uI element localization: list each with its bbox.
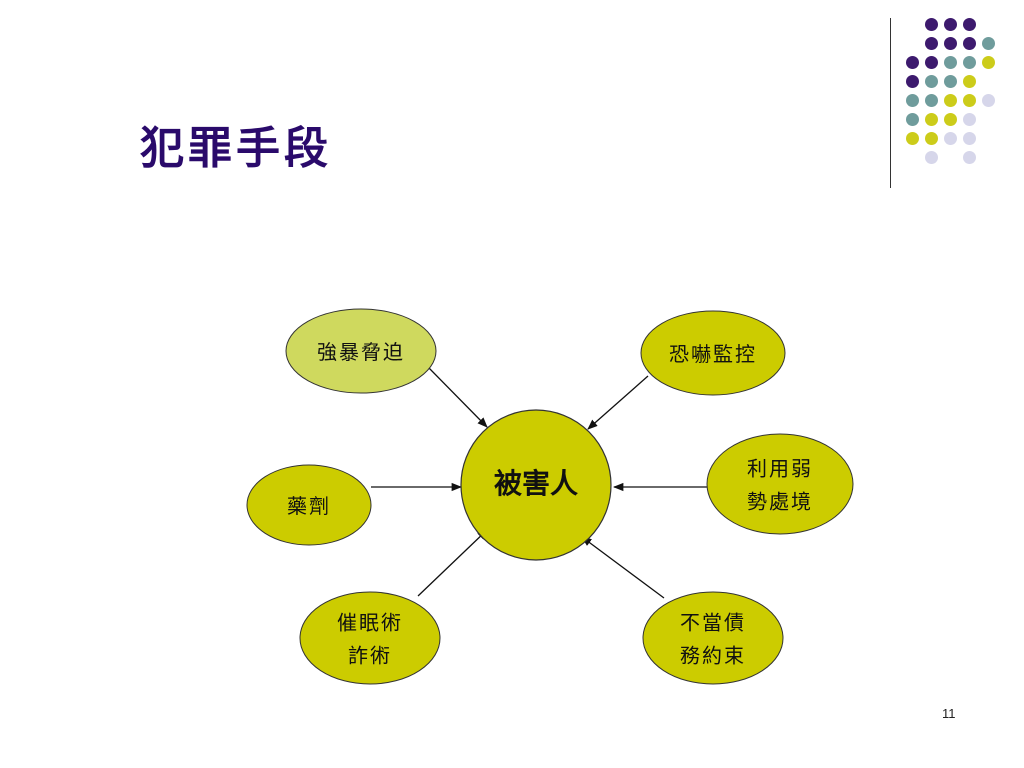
decorative-dot (963, 75, 976, 88)
decorative-dot (906, 132, 919, 145)
node-vulnerable-label: 勢處境 (747, 490, 813, 514)
decorative-dot (963, 151, 976, 164)
decorative-dot (925, 132, 938, 145)
arrow-threat-to-victim (587, 375, 649, 430)
node-victim-label: 被害人 (494, 467, 578, 500)
decorative-dot (925, 94, 938, 107)
decorative-dot (906, 56, 919, 69)
node-violence: 強暴脅迫 (285, 308, 437, 394)
node-debt-shape (642, 591, 784, 685)
node-violence-label: 強暴脅迫 (317, 340, 405, 364)
decorative-dot (982, 56, 995, 69)
decorative-dot (963, 94, 976, 107)
decorative-dot (982, 37, 995, 50)
node-debt-label: 務約束 (680, 644, 746, 668)
decorative-dot (944, 94, 957, 107)
node-victim: 被害人 (460, 409, 612, 561)
node-drugs-label: 藥劑 (287, 494, 331, 518)
node-hypnosis-label: 詐術 (348, 644, 392, 668)
decorative-dot (925, 151, 938, 164)
decorative-dot (963, 56, 976, 69)
decorative-dot (906, 94, 919, 107)
decorative-dot (944, 37, 957, 50)
decorative-dot (944, 75, 957, 88)
decorative-dot (982, 94, 995, 107)
decorative-dot (963, 37, 976, 50)
node-threat-shape (640, 310, 786, 396)
decorative-dot (925, 56, 938, 69)
arrow-debt-to-victim (581, 536, 665, 599)
arrow-hypnosis-to-victim (417, 529, 488, 597)
decorative-dot (944, 56, 957, 69)
decorative-dot-grid (900, 12, 1010, 172)
node-drugs: 藥劑 (246, 464, 372, 546)
node-debt-label: 不當債 (680, 611, 746, 635)
decorative-dot (925, 113, 938, 126)
node-drugs-shape (246, 464, 372, 546)
slide-title: 犯罪手段 (140, 123, 332, 174)
diagram-edges (371, 366, 707, 599)
decorative-dot (944, 18, 957, 31)
decorative-dot (925, 37, 938, 50)
node-hypnosis-shape (299, 591, 441, 685)
node-hypnosis-label: 催眠術 (337, 611, 403, 635)
decorative-dot (963, 132, 976, 145)
decorative-dot (944, 113, 957, 126)
node-victim-shape (460, 409, 612, 561)
decorative-dot (906, 75, 919, 88)
arrow-violence-to-victim (427, 366, 488, 428)
page-number: 11 (942, 706, 956, 721)
node-vulnerable-shape (706, 433, 854, 535)
decorative-dot (963, 18, 976, 31)
header-divider (890, 18, 891, 188)
decorative-dot (944, 132, 957, 145)
node-violence-shape (285, 308, 437, 394)
node-vulnerable-label: 利用弱 (747, 457, 813, 481)
node-threat: 恐嚇監控 (640, 310, 786, 396)
decorative-dot (925, 75, 938, 88)
decorative-dot (906, 113, 919, 126)
decorative-dot (963, 113, 976, 126)
node-threat-label: 恐嚇監控 (669, 342, 757, 366)
decorative-dot (925, 18, 938, 31)
